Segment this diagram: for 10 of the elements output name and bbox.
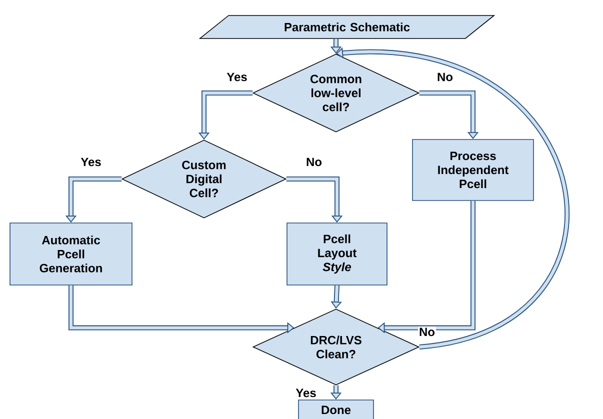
- arrow: [378, 200, 476, 334]
- edge-label: Yes: [80, 156, 102, 168]
- edge-label: Yes: [226, 72, 248, 82]
- process-box: Automatic Pcell Generation: [10, 222, 132, 286]
- edge-label: No: [436, 72, 454, 82]
- process-box: Pcell Layout Style: [286, 222, 388, 286]
- edge-label: No: [305, 156, 323, 168]
- edge-label: Yes: [294, 388, 318, 398]
- edge-label: No: [418, 326, 436, 338]
- process-box: Process Independent Pcell: [412, 139, 534, 201]
